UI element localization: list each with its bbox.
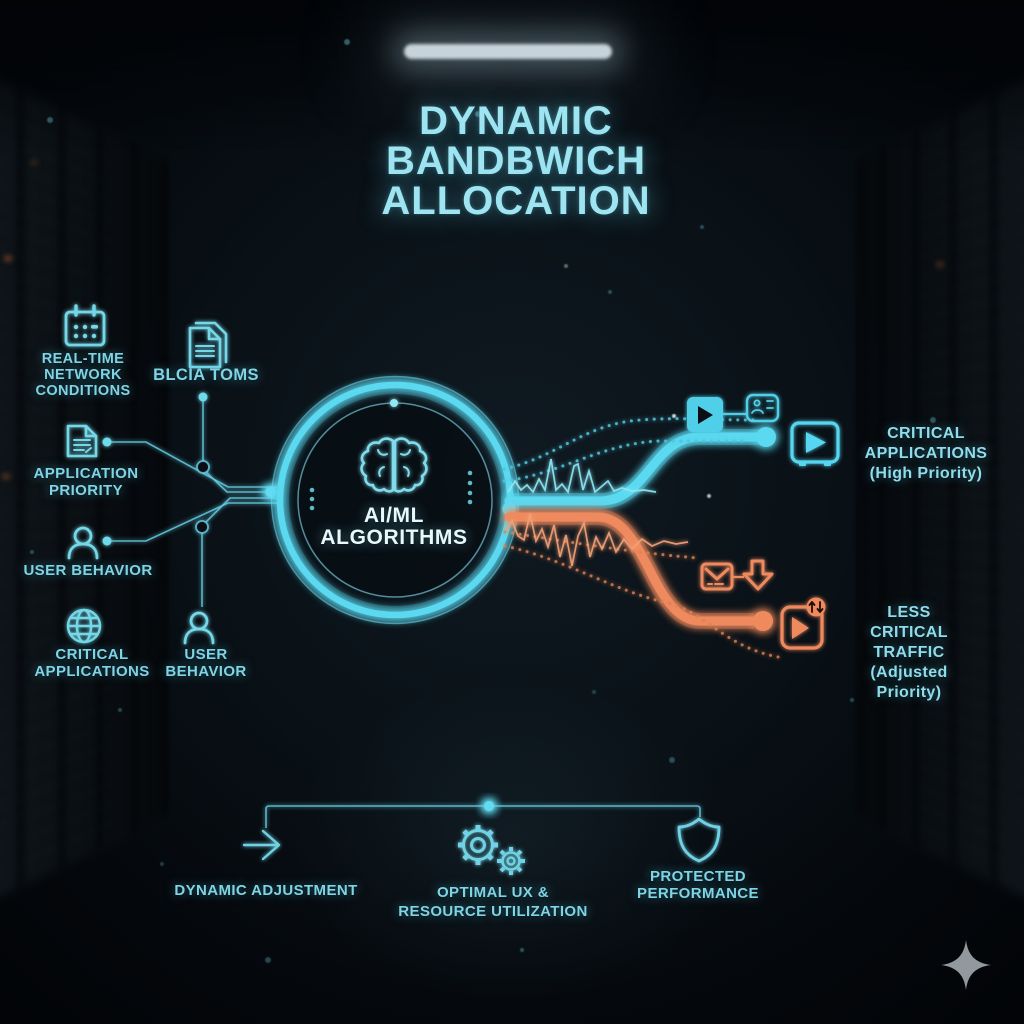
waveform-cyan xyxy=(507,458,657,494)
email-icon xyxy=(700,562,734,591)
video-adjust-icon xyxy=(780,597,826,650)
gears-icon xyxy=(458,825,525,875)
footer-label-dynamic-adjustment: DYNAMIC ADJUSTMENT xyxy=(174,882,358,899)
brain-icon xyxy=(360,437,428,493)
arrow-right-icon xyxy=(242,829,281,861)
flow-high-priority xyxy=(502,417,776,516)
footer-timeline xyxy=(265,801,701,828)
input-label-critical-applications: CRITICAL APPLICATIONS xyxy=(34,646,150,680)
input-label-user-behavior: USER BEHAVIOR xyxy=(23,562,153,579)
input-label-realtime-network-conditions: REAL-TIME NETWORK CONDITIONS xyxy=(35,351,131,399)
rack-led xyxy=(30,160,38,165)
waveform-orange xyxy=(505,513,689,567)
rack-led xyxy=(2,474,10,479)
footer-label-protected-performance: PROTECTED PERFORMANCE xyxy=(637,868,759,902)
output-label-critical-applications: CRITICAL APPLICATIONS (High Priority) xyxy=(864,425,988,482)
rack-led xyxy=(936,262,944,267)
sparkle-icon xyxy=(941,940,991,990)
ai-core-circle xyxy=(270,375,520,625)
output-label-less-critical-traffic: LESS CRITICAL TRAFFIC (Adjusted Priority… xyxy=(870,604,948,701)
document-icon xyxy=(66,424,98,458)
globe-icon xyxy=(66,608,102,644)
input-label-user-behavior-2: USER BEHAVIOR xyxy=(165,646,247,680)
rack-led xyxy=(4,256,12,261)
ceiling-shadow xyxy=(0,0,1024,150)
input-label-application-priority: APPLICATION PRIORITY xyxy=(33,465,139,499)
footer-label-optimal-ux: OPTIMAL UX & RESOURCE UTILIZATION xyxy=(398,884,588,920)
floor-glow xyxy=(292,680,732,1000)
documents-icon xyxy=(188,321,228,369)
input-label-blcia-toms: BLCIA TOMS xyxy=(153,366,259,384)
video-stream-icons xyxy=(687,393,780,432)
core-label-ai-ml-algorithms: AI/ML ALGORITHMS xyxy=(320,504,468,549)
user-icon xyxy=(67,526,99,560)
download-arrow-icon xyxy=(732,559,774,591)
shield-icon xyxy=(677,817,721,863)
calendar-icon xyxy=(64,304,106,347)
video-player-icon xyxy=(790,421,840,466)
user-icon xyxy=(183,611,215,645)
flow-adjusted-priority xyxy=(503,509,780,659)
ceiling-light xyxy=(404,44,612,59)
page-title: DYNAMIC BANDBWICH ALLOCATION xyxy=(381,99,651,223)
input-circuit-lines xyxy=(102,392,280,607)
